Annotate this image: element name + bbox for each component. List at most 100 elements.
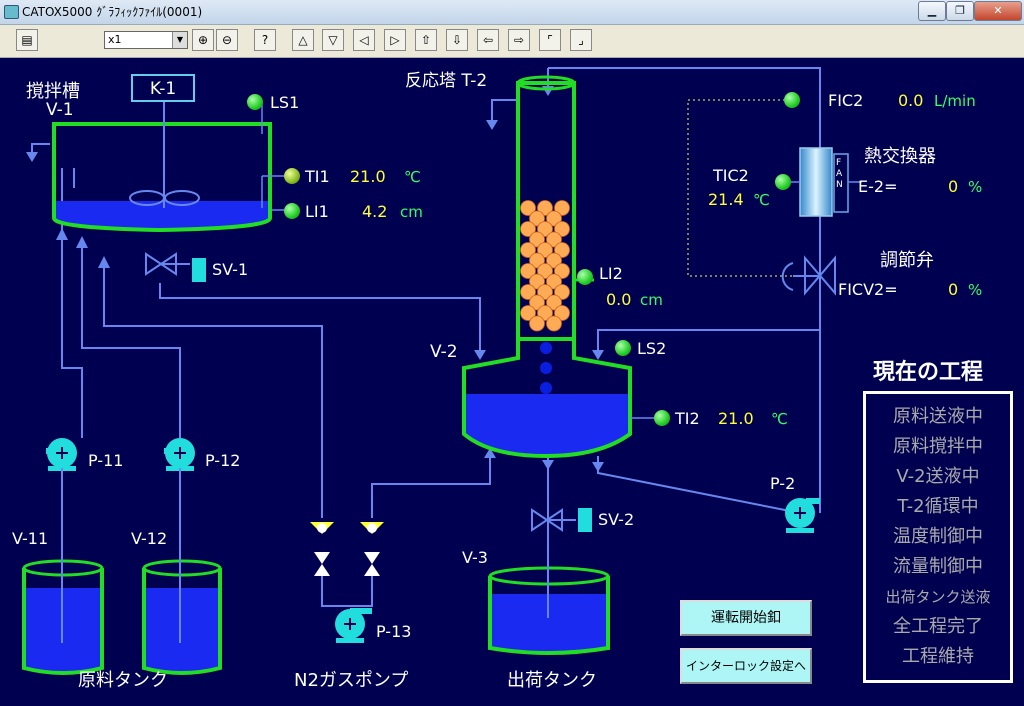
catalyst-bead <box>520 221 536 237</box>
tank-v3 <box>488 530 610 655</box>
catalyst-bead <box>554 263 570 279</box>
e2-label: E-2= <box>858 177 898 196</box>
li2-label: LI2 <box>599 264 623 283</box>
corner-top-left-icon: ⌜ <box>547 33 553 47</box>
tank-v11 <box>22 468 104 675</box>
app-icon <box>4 5 19 19</box>
page-up-button[interactable]: ⇧ <box>415 29 437 51</box>
page-down-button[interactable]: ⇩ <box>446 29 468 51</box>
catalyst-bead <box>546 210 562 227</box>
process-graphic-canvas: 撹拌槽 V-1 K-1 LS1 TI1 21.0 ℃ LI1 4.2 cm SV… <box>0 58 1024 706</box>
ls2-indicator <box>615 340 631 356</box>
fic2-value: 0.0 <box>898 91 924 110</box>
zoom-select[interactable]: x1 ▼ <box>104 31 188 49</box>
zoom-out-button[interactable]: ⊖ <box>216 29 238 51</box>
catalyst-bead <box>529 252 545 269</box>
catalyst-beads <box>520 200 570 332</box>
li2-unit: cm <box>640 291 663 309</box>
scroll-up-button[interactable]: △ <box>292 29 314 51</box>
interlock-settings-button[interactable]: インターロック設定へ <box>680 648 812 684</box>
li1-unit: cm <box>400 203 423 221</box>
process-step: 出荷タンク送液 <box>885 588 991 606</box>
scroll-left-button[interactable]: ◁ <box>353 29 375 51</box>
process-step: 全工程完了 <box>893 616 983 637</box>
help-button[interactable]: ? <box>254 29 276 51</box>
heat-exchanger-e2 <box>785 147 862 217</box>
catalyst-bead <box>529 294 545 311</box>
valve-sv1-symbol <box>145 252 190 276</box>
process-step: 工程維持 <box>902 646 974 667</box>
ti1-indicator <box>284 168 300 184</box>
zoom-in-button[interactable]: ⊕ <box>192 29 214 51</box>
process-step: 温度制御中 <box>893 526 983 547</box>
ficv2-label: FICV2= <box>838 280 898 299</box>
reactor-name: 反応塔 T-2 <box>405 71 488 91</box>
control-valve-name: 調節弁 <box>880 250 934 271</box>
catalyst-bead <box>529 315 545 332</box>
piping <box>31 67 821 607</box>
zoom-out-icon: ⊖ <box>221 33 233 47</box>
minimize-button[interactable]: ▁ <box>918 1 946 21</box>
process-step: 流量制御中 <box>893 556 983 577</box>
fic2-label: FIC2 <box>828 91 864 110</box>
tic2-value: 21.4 <box>708 190 744 209</box>
home-button[interactable]: ⌜ <box>539 29 561 51</box>
process-step: V-2送液中 <box>896 466 980 487</box>
control-valve-ficv2-symbol <box>781 255 836 296</box>
process-step: 原料撹拌中 <box>893 436 983 457</box>
title-bar: CATOX5000 ｸﾞﾗﾌｨｯｸﾌｧｲﾙ(0001) ▁ ❐ ✕ <box>0 0 1024 25</box>
ti1-unit: ℃ <box>404 168 421 186</box>
sv2-actuator[interactable] <box>578 508 592 532</box>
toolbar: ▤ x1 ▼ ⊕ ⊖ ? △ ▽ ◁ ▷ ⇧ ⇩ ⇦ ⇨ ⌜ ⌟ <box>0 25 1024 58</box>
ti2-value: 21.0 <box>718 409 754 428</box>
heat-exchanger-name: 熱交換器 <box>864 146 936 167</box>
ti1-value: 21.0 <box>350 167 386 186</box>
ls1-indicator <box>247 94 263 110</box>
catalyst-bead <box>537 305 553 321</box>
catalyst-bead <box>554 284 570 300</box>
vessel-v2 <box>462 339 656 459</box>
ls1-label: LS1 <box>270 93 300 112</box>
sv2-label: SV-2 <box>598 510 635 529</box>
zoom-value: x1 <box>108 33 122 46</box>
triangle-left-icon: ◁ <box>359 33 369 47</box>
double-right-icon: ⇨ <box>513 33 525 47</box>
sv1-actuator[interactable] <box>192 258 206 282</box>
catalyst-bead <box>520 284 536 300</box>
page-right-button[interactable]: ⇨ <box>508 29 530 51</box>
valve-sv2-symbol <box>531 508 576 532</box>
n2-valves <box>310 522 384 576</box>
tank-v11-label: V-11 <box>12 529 49 548</box>
triangle-down-icon: ▽ <box>328 33 338 47</box>
tank-v12-label: V-12 <box>131 529 168 548</box>
zoom-in-icon: ⊕ <box>197 33 209 47</box>
drip-drops <box>540 342 552 394</box>
pump-p12-label: P-12 <box>205 451 241 470</box>
catalyst-bead <box>537 221 553 237</box>
triangle-up-icon: △ <box>298 33 308 47</box>
double-up-icon: ⇧ <box>420 33 432 47</box>
end-button[interactable]: ⌟ <box>570 29 592 51</box>
pump-p13-label: P-13 <box>376 622 412 641</box>
vessel-v2-label: V-2 <box>430 342 458 362</box>
maximize-button[interactable]: ❐ <box>946 1 974 21</box>
scroll-down-button[interactable]: ▽ <box>322 29 344 51</box>
scroll-right-button[interactable]: ▷ <box>384 29 406 51</box>
control-signal-loop <box>687 99 800 277</box>
catalyst-bead <box>554 200 570 216</box>
triangle-right-icon: ▷ <box>390 33 400 47</box>
fic2-indicator <box>784 92 800 108</box>
tic2-indicator <box>775 174 791 190</box>
ti2-indicator <box>654 410 670 426</box>
catalyst-bead <box>537 284 553 300</box>
page-left-button[interactable]: ⇦ <box>477 29 499 51</box>
close-button[interactable]: ✕ <box>974 1 1022 21</box>
printer-icon: ▤ <box>21 33 33 47</box>
start-operation-button[interactable]: 運転開始釦 <box>680 600 812 636</box>
print-button[interactable]: ▤ <box>16 29 38 51</box>
raw-material-tank-caption: 原料タンク <box>78 670 168 691</box>
motor-k1[interactable]: K-1 <box>131 74 195 102</box>
double-left-icon: ⇦ <box>482 33 494 47</box>
tank-v12 <box>142 468 222 675</box>
catalyst-bead <box>546 273 562 290</box>
